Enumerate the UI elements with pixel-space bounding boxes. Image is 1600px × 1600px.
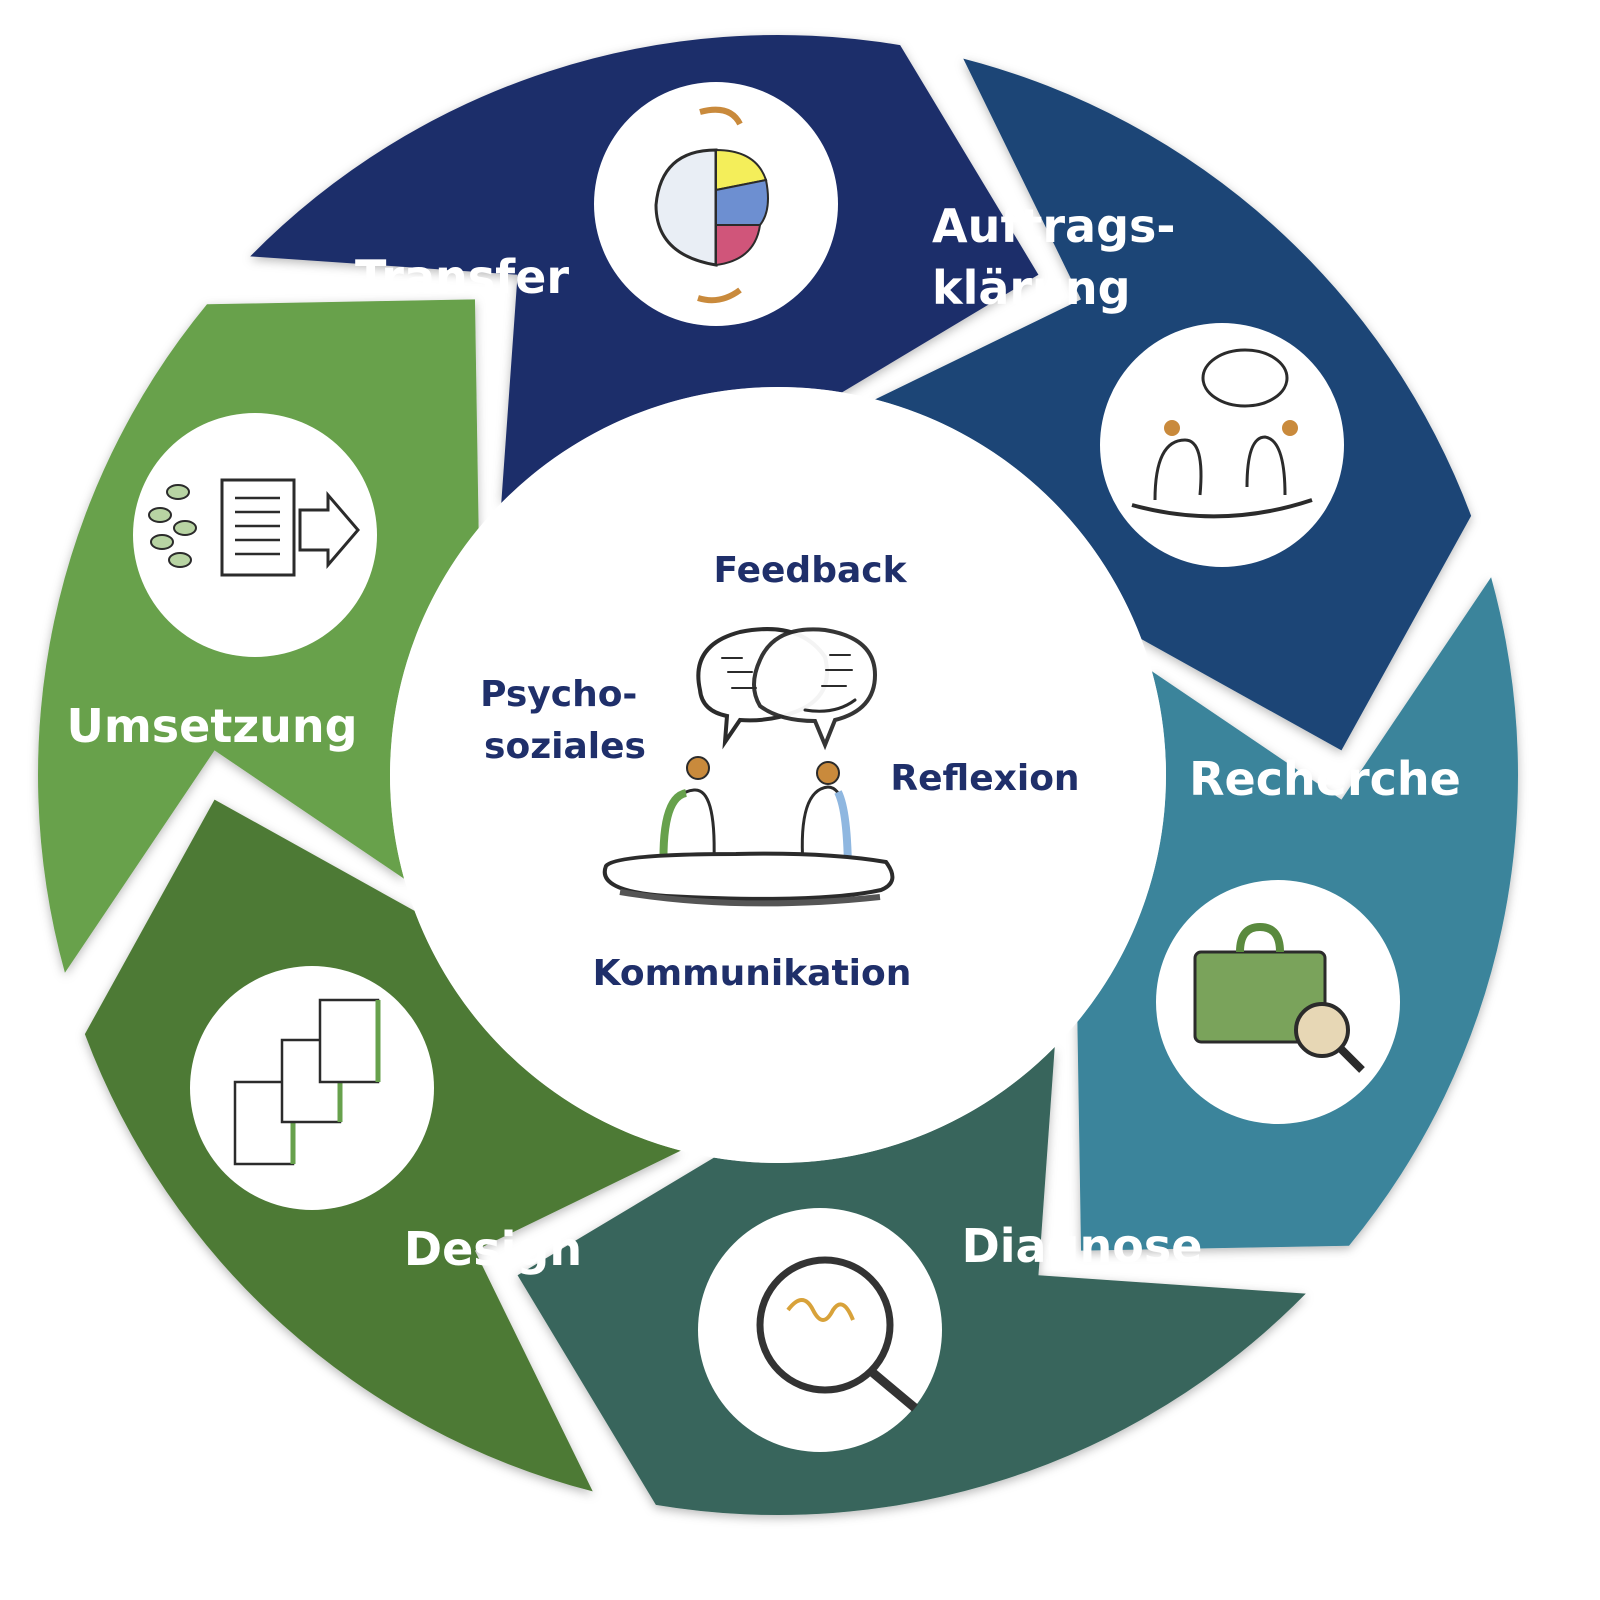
label-design: Design: [404, 1222, 582, 1276]
label-recherche: Recherche: [1189, 752, 1461, 806]
label-diagnose: Diagnose: [962, 1219, 1203, 1273]
center-disc: [390, 387, 1166, 1163]
center-label-feedback: Feedback: [713, 550, 907, 591]
center-label-psychosoziales: Psycho- soziales: [480, 674, 650, 767]
label-umsetzung: Umsetzung: [66, 699, 357, 753]
label-auftrag: Auftrags-klärung: [932, 199, 1175, 315]
center-label-kommunikation: Kommunikation: [593, 953, 912, 994]
conversation-icon: [602, 627, 895, 907]
icon-badges: [133, 82, 1400, 1452]
label-transfer: Transfer: [355, 250, 569, 304]
center-label-reflexion: Reflexion: [890, 758, 1079, 799]
